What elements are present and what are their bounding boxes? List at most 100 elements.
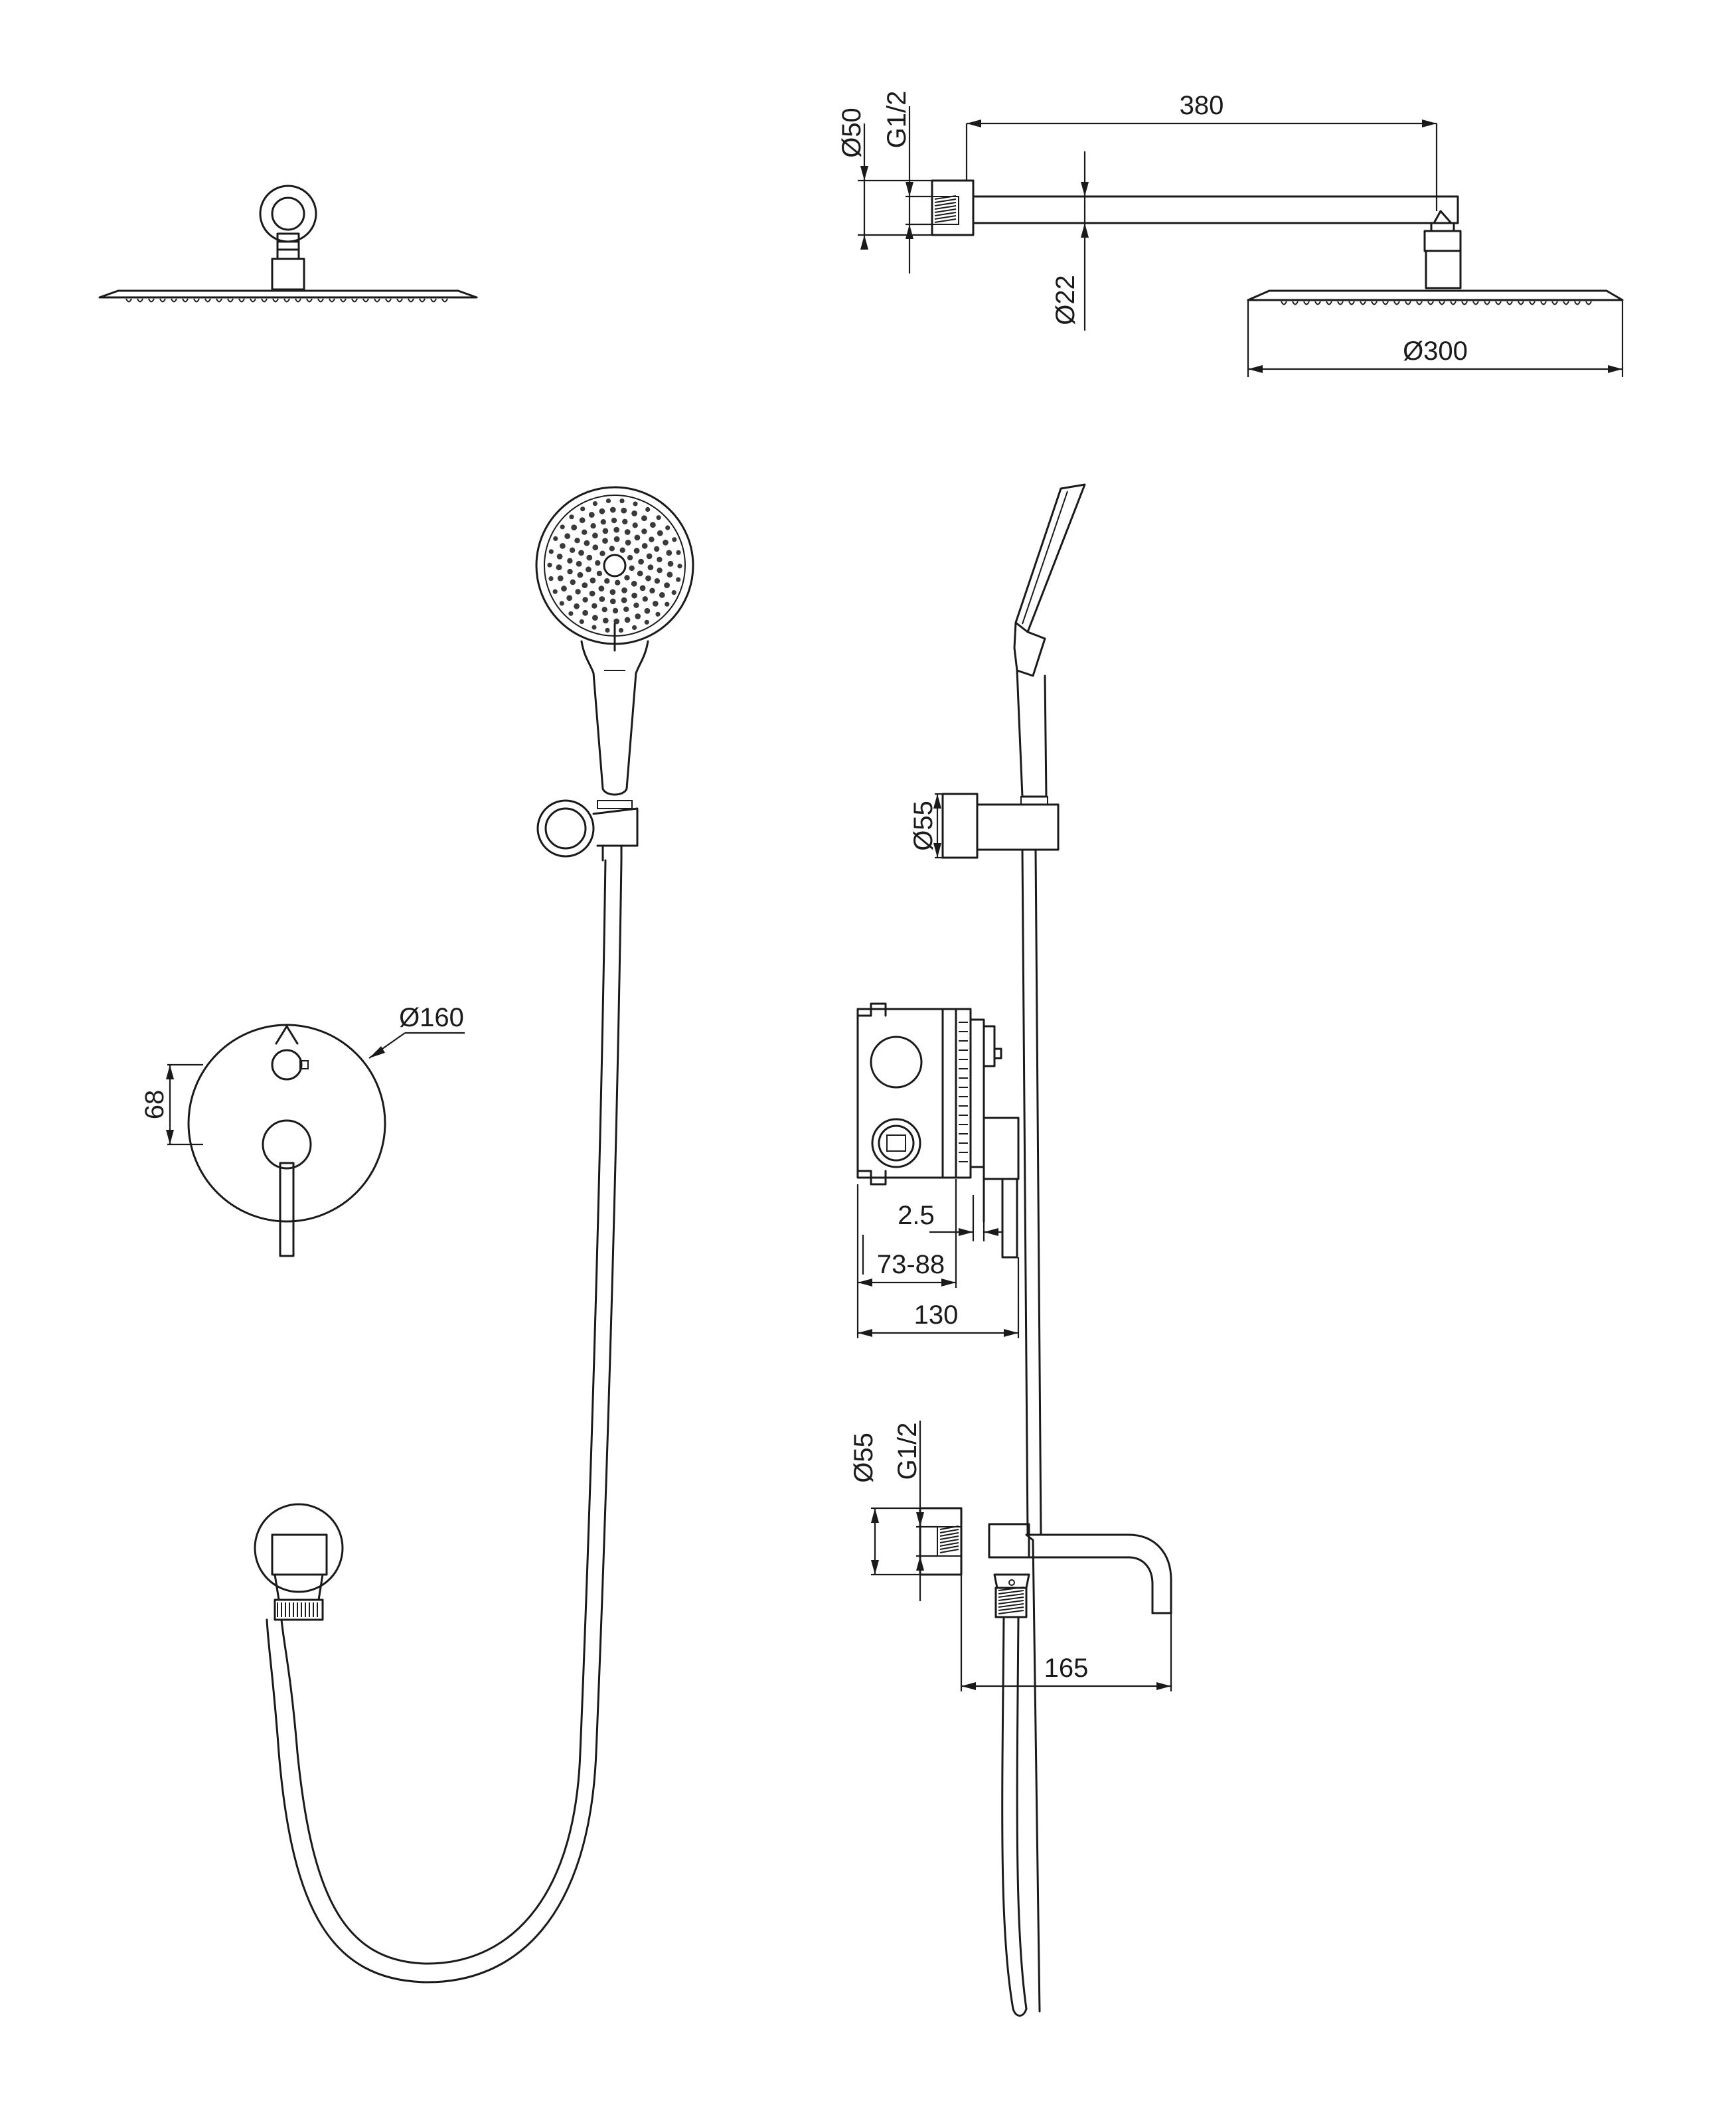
nozzle-dot [613, 526, 620, 533]
nozzle-dot [567, 568, 573, 575]
nozzle-bump [1303, 301, 1310, 305]
nozzle-bump [216, 298, 222, 303]
spout-hose-thread [998, 1587, 1024, 1614]
rain-head-nozzles [1281, 301, 1592, 305]
nozzle-bump [1518, 301, 1524, 305]
nozzle-dot [657, 556, 663, 563]
dim-plate-spacing: 68 [140, 1063, 203, 1146]
dim-depth-range: 73-88 [856, 1179, 957, 1288]
nozzle-dot [621, 597, 627, 603]
nozzle-dot [575, 589, 581, 595]
nozzle-dot [579, 619, 584, 625]
dim-o50-label: Ø50 [837, 108, 866, 158]
nozzle-bump [1439, 301, 1445, 305]
nozzle-bump [441, 298, 448, 303]
nozzle-dot [571, 524, 578, 530]
nozzle-bump [1495, 301, 1502, 305]
nozzle-bump [1585, 301, 1592, 305]
nozzle-dot [559, 601, 564, 606]
nozzle-dot [590, 523, 596, 529]
thread-line [998, 1610, 1024, 1614]
nozzle-dot [645, 575, 651, 582]
nozzle-dot [592, 625, 597, 630]
nozzle-dot [605, 498, 611, 504]
nozzle-bump [1563, 301, 1569, 305]
nozzle-dot [582, 609, 588, 616]
nozzle-dot [631, 580, 637, 587]
nozzle-bump [182, 298, 189, 303]
thread-line [998, 1597, 1024, 1601]
nozzle-dot [676, 577, 681, 582]
dim-o160-label: Ø160 [399, 1003, 464, 1032]
dim-flange-top: Ø50 [837, 108, 932, 250]
nozzle-dot [647, 564, 654, 571]
nozzle-dot [641, 528, 647, 534]
thread-line [934, 208, 957, 213]
thread-line [934, 198, 957, 203]
nozzle-dot [595, 560, 601, 566]
thread-line [939, 1529, 959, 1533]
nozzle-dot [566, 595, 573, 601]
nozzle-bump [1326, 301, 1332, 305]
hand-shower-nozzles [547, 498, 682, 633]
nozzle-dot [654, 546, 660, 552]
nozzle-dot [659, 592, 665, 598]
nozzle-dot [624, 529, 631, 535]
nozzle-dot [652, 601, 659, 607]
nozzle-dot [590, 578, 596, 584]
nozzle-dot [578, 550, 584, 556]
nozzle-dot [582, 597, 588, 603]
nozzle-bump [1348, 301, 1355, 305]
nozzle-bump [204, 298, 211, 303]
nozzle-dot [624, 575, 630, 581]
nozzle-bump [261, 298, 268, 303]
nozzle-bump [1427, 301, 1434, 305]
nozzle-bump [1292, 301, 1299, 305]
nozzle-dot [667, 560, 674, 567]
nozzle-bump [125, 298, 132, 303]
nozzle-dot [596, 570, 603, 577]
nozzle-bump [1416, 301, 1423, 305]
thread-line [934, 205, 957, 210]
nozzle-dot [657, 568, 663, 574]
nozzle-dot [635, 613, 641, 619]
nozzle-dot [589, 590, 595, 597]
nozzle-dot [632, 625, 637, 631]
nozzle-bump [1281, 301, 1287, 305]
wall-outlet-front-view [254, 1503, 344, 1621]
thread-line [998, 1593, 1024, 1598]
dim-plate-diameter: Ø160 [368, 1003, 465, 1059]
nozzle-bump [1529, 301, 1536, 305]
thread-line [939, 1539, 959, 1543]
nozzle-dot [611, 517, 617, 524]
rain-head-front-view [98, 185, 478, 303]
nozzle-dot [632, 522, 638, 528]
thread-line [939, 1532, 959, 1537]
nozzle-dot [625, 540, 631, 546]
dim-73-88-label: 73-88 [877, 1250, 945, 1279]
nozzle-dot [641, 515, 647, 522]
nozzle-dot [631, 592, 637, 599]
valve-box-ribs [959, 1022, 968, 1162]
nozzle-bump [1382, 301, 1389, 305]
nozzle-dot [623, 606, 629, 612]
nozzle-dot [592, 615, 598, 621]
nozzle-bump [396, 298, 403, 303]
thread-line [934, 212, 957, 216]
thread-line [998, 1600, 1024, 1604]
outlet-aerator [277, 1602, 318, 1617]
nozzle-dot [586, 566, 592, 573]
nozzle-dot [657, 530, 663, 536]
thread-line [998, 1603, 1024, 1608]
dim-o55-spout-label: Ø55 [849, 1433, 878, 1483]
nozzle-dot [634, 534, 641, 541]
nozzle-bump [1506, 301, 1513, 305]
rain-head-nozzles [125, 298, 448, 303]
nozzle-bump [283, 298, 290, 303]
nozzle-dot [638, 558, 644, 565]
nozzle-dot [561, 585, 567, 592]
nozzle-dot [613, 618, 620, 625]
nozzle-dot [564, 533, 571, 539]
nozzle-bump [1314, 301, 1321, 305]
nozzle-dot [560, 543, 566, 549]
